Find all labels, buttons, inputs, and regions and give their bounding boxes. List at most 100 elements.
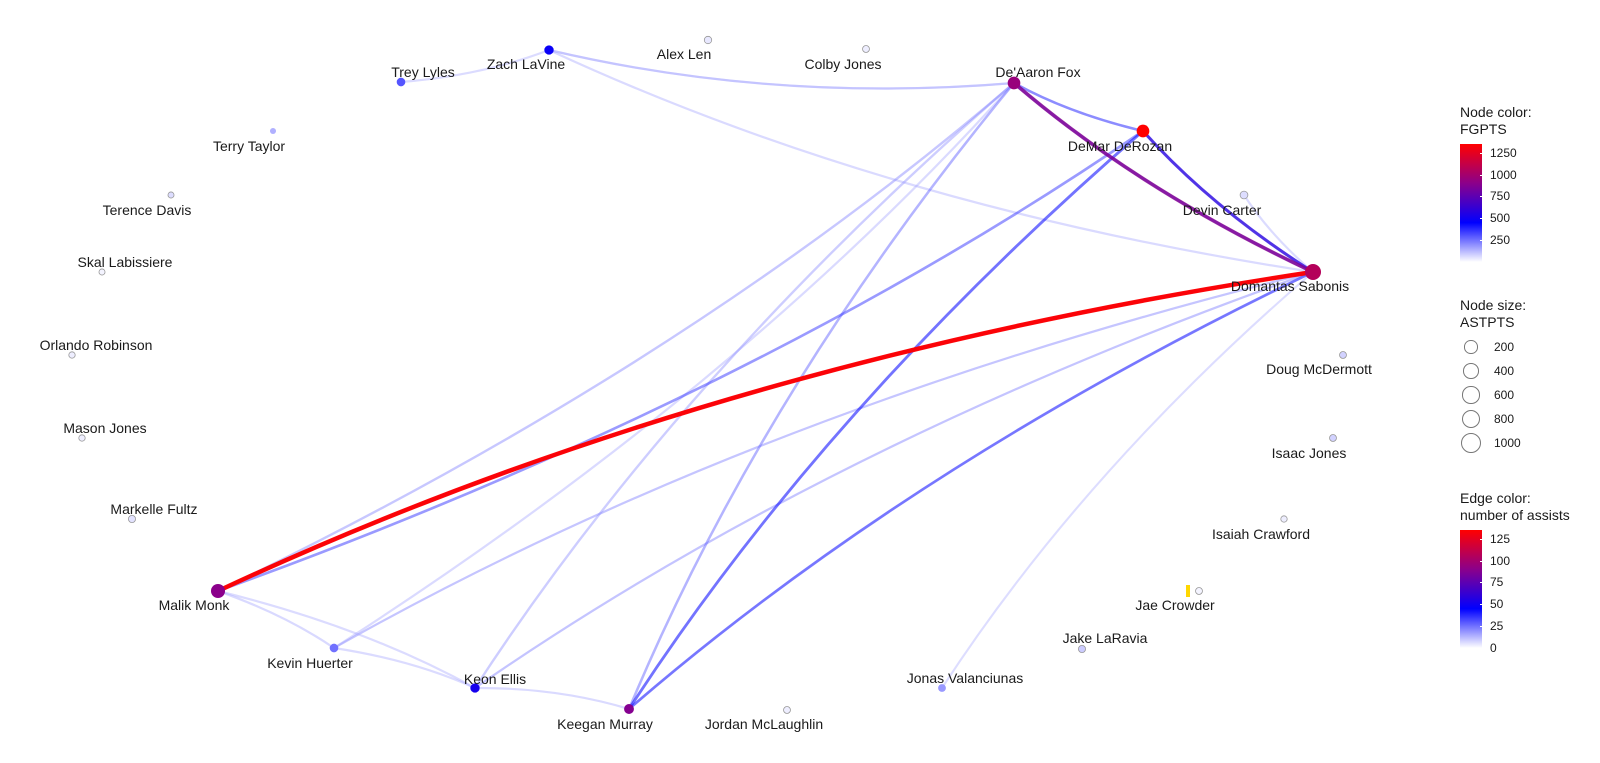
node-label-ellis: Keon Ellis bbox=[464, 671, 526, 687]
node-label-davis: Terence Davis bbox=[103, 202, 192, 218]
node-crawford bbox=[1280, 515, 1288, 523]
edge-huerter-ellis bbox=[332, 646, 477, 690]
node-fox bbox=[1007, 76, 1021, 90]
node-mason bbox=[78, 434, 86, 442]
node-label-mclaughlin: Jordan McLaughlin bbox=[705, 716, 823, 732]
node-label-mcdermott: Doug McDermott bbox=[1266, 361, 1372, 377]
edge-fox-murray bbox=[627, 81, 1016, 711]
edge-monk-sabonis bbox=[215, 269, 1316, 594]
node-lavine bbox=[544, 45, 554, 55]
node-label-len: Alex Len bbox=[657, 46, 711, 62]
size-legend-circle bbox=[1463, 363, 1479, 379]
node-sabonis bbox=[1305, 264, 1321, 280]
legend-edge-color-title-line2: number of assists bbox=[1460, 507, 1570, 523]
size-legend-swatch bbox=[1460, 386, 1482, 404]
node-label-isaac: Isaac Jones bbox=[1272, 445, 1347, 461]
edge-lavine-sabonis bbox=[547, 48, 1315, 274]
node-label-valanciunas: Jonas Valanciunas bbox=[907, 670, 1023, 686]
edge-fox-lavine bbox=[547, 48, 1016, 90]
edge_color-tick: 25 bbox=[1479, 619, 1504, 634]
node-label-lavine: Zach LaVine bbox=[487, 56, 566, 72]
edge-derozan-murray bbox=[627, 129, 1145, 711]
edge-fox-ellis bbox=[473, 81, 1016, 690]
node-derozan bbox=[1136, 124, 1150, 138]
node-label-derozan: DeMar DeRozan bbox=[1068, 138, 1172, 154]
size-legend-swatch bbox=[1460, 363, 1482, 379]
size-legend-swatch bbox=[1460, 409, 1482, 429]
node-colby bbox=[862, 45, 870, 53]
legend-node-size-title-line1: Node size: bbox=[1460, 297, 1527, 313]
node-label-laravia: Jake LaRavia bbox=[1063, 630, 1148, 646]
node-valanciunas bbox=[938, 684, 946, 692]
node-mclaughlin bbox=[783, 706, 791, 714]
node-davis bbox=[167, 191, 175, 199]
edge-fox-sabonis bbox=[1012, 81, 1315, 274]
edge-sabonis-ellis bbox=[473, 270, 1315, 690]
size-legend-label: 1000 bbox=[1494, 436, 1521, 450]
edge-derozan-monk bbox=[216, 129, 1145, 593]
size-legend-label: 200 bbox=[1494, 340, 1515, 354]
node-label-mason: Mason Jones bbox=[63, 420, 146, 436]
edge-derozan-fox bbox=[1012, 81, 1145, 133]
nodes-layer bbox=[68, 35, 1347, 714]
edge-ellis-sabonis bbox=[473, 270, 1315, 690]
node-crowder bbox=[1195, 587, 1203, 595]
edge-fox-huerter bbox=[332, 81, 1016, 650]
node-ellis bbox=[470, 683, 480, 693]
node-label-taylor: Terry Taylor bbox=[213, 138, 285, 154]
node-lyles bbox=[396, 77, 406, 87]
self-loop-marker-crowder bbox=[1186, 585, 1190, 597]
node-label-carter: Devin Carter bbox=[1183, 202, 1262, 218]
size-legend-circle bbox=[1464, 340, 1478, 354]
edge_color-tick: 125 bbox=[1479, 531, 1511, 546]
node-label-colby: Colby Jones bbox=[804, 56, 881, 72]
size-legend-circle bbox=[1462, 386, 1480, 404]
node-carter bbox=[1239, 190, 1249, 200]
size-legend-swatch bbox=[1460, 340, 1482, 354]
size-legend-row: 200 bbox=[1460, 335, 1526, 359]
size-legend-circle bbox=[1461, 433, 1481, 453]
edges-layer bbox=[215, 48, 1316, 711]
edge-monk-ellis bbox=[216, 589, 477, 690]
node-label-sabonis: Domantas Sabonis bbox=[1231, 278, 1349, 294]
node-monk bbox=[210, 583, 226, 599]
edge-color-gradient bbox=[1460, 530, 1482, 648]
node-label-monk: Malik Monk bbox=[159, 597, 231, 613]
edge-ellis-murray bbox=[473, 686, 631, 711]
node-murray bbox=[624, 704, 634, 714]
node-label-skal: Skal Labissiere bbox=[78, 254, 173, 270]
size-legend-label: 800 bbox=[1494, 412, 1515, 426]
size-legend-row: 800 bbox=[1460, 407, 1526, 431]
edge-sabonis-murray bbox=[627, 270, 1315, 711]
edge-derozan-sabonis bbox=[1141, 129, 1315, 274]
node-taylor bbox=[269, 127, 277, 135]
edge-huerter-sabonis bbox=[332, 270, 1315, 650]
node-robinson bbox=[68, 351, 76, 359]
edge_color-tick: 100 bbox=[1479, 553, 1511, 568]
edge-monk-huerter bbox=[216, 589, 336, 650]
legend-node-color-title-line2: FGPTS bbox=[1460, 121, 1507, 137]
edge-fox-derozan bbox=[1012, 81, 1145, 133]
node-label-lyles: Trey Lyles bbox=[391, 64, 455, 80]
node_color-tick: 1250 bbox=[1480, 145, 1517, 160]
node_color-tick: 750 bbox=[1479, 189, 1511, 204]
edge_color-tick: 0 bbox=[1480, 641, 1497, 655]
node-len bbox=[703, 35, 713, 45]
size-legend-circle bbox=[1461, 409, 1481, 429]
legend-node-size-title-line2: ASTPTS bbox=[1460, 314, 1515, 330]
node-label-huerter: Kevin Huerter bbox=[267, 655, 353, 671]
node-color-gradient bbox=[1460, 144, 1482, 262]
size-legend-swatch bbox=[1460, 433, 1482, 453]
size-legend-row: 1000 bbox=[1460, 431, 1526, 455]
edge-carter-sabonis bbox=[1242, 193, 1315, 274]
size-legend-label: 600 bbox=[1494, 388, 1515, 402]
node-laravia bbox=[1078, 645, 1086, 653]
edge-sabonis-valanciunas bbox=[940, 270, 1315, 690]
